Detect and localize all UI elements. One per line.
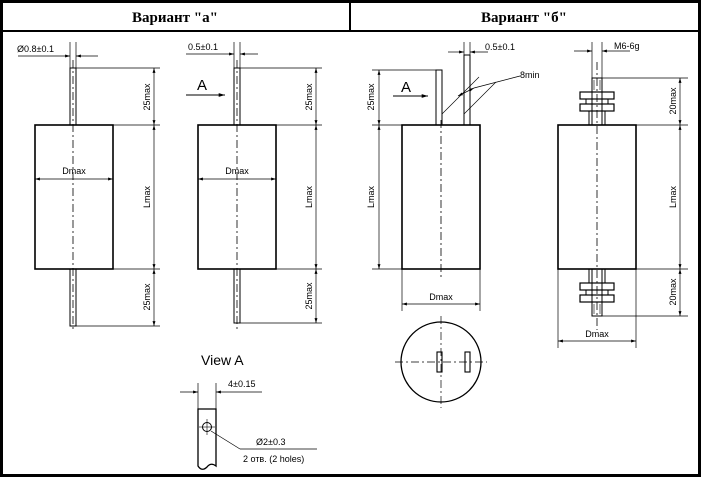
body-length-label: Lmax (304, 186, 314, 209)
lead-slot-left (436, 351, 443, 373)
view-axial-tab (186, 42, 322, 332)
body-diameter-label: Dmax (62, 166, 86, 176)
hole-diameter-label: Ø2±0.3 (256, 437, 285, 447)
body-length-label: Lmax (366, 186, 376, 209)
tab-width-label: 4±0.15 (228, 379, 255, 389)
stud-length-label: 20max (668, 278, 678, 306)
lead-left (435, 69, 443, 126)
hole-leader (210, 430, 241, 450)
lead-length-label: 25max (142, 83, 152, 111)
arrow-label: A (197, 77, 207, 94)
view-a-detail (180, 383, 317, 470)
body-diameter-label: Dmax (429, 292, 453, 302)
body-length-label: Lmax (142, 186, 152, 209)
lead-diameter-label: Ø0.8±0.1 (17, 44, 54, 54)
thread-label: M6-6g (614, 41, 640, 51)
view-a-title: View A (201, 352, 244, 368)
tab-thickness-label: 0.5±0.1 (188, 42, 218, 52)
body-length-label: Lmax (668, 186, 678, 209)
view-radial (372, 42, 521, 408)
lead-length-label: 25max (366, 83, 376, 111)
lead-thickness-label: 0.5±0.1 (485, 42, 515, 52)
lead-length-label: 25max (304, 282, 314, 310)
variant-a-title: Вариант "а" (132, 10, 218, 26)
lead-length-label: 25max (142, 283, 152, 311)
view-axial-wire (18, 42, 160, 332)
stud-length-label: 20max (668, 87, 678, 115)
tab-section (197, 408, 217, 470)
body-diameter-label: Dmax (225, 166, 249, 176)
hole-count-label: 2 отв. (2 holes) (243, 454, 304, 464)
lead-slot-right (464, 351, 471, 373)
view-threaded-stud (557, 42, 688, 348)
body-diameter-label: Dmax (585, 329, 609, 339)
arrow-label: A (401, 79, 411, 96)
variant-b-title: Вариант "б" (481, 10, 567, 26)
lead-length-label: 25max (304, 83, 314, 111)
lead-spacing-label: 8min (520, 70, 540, 80)
